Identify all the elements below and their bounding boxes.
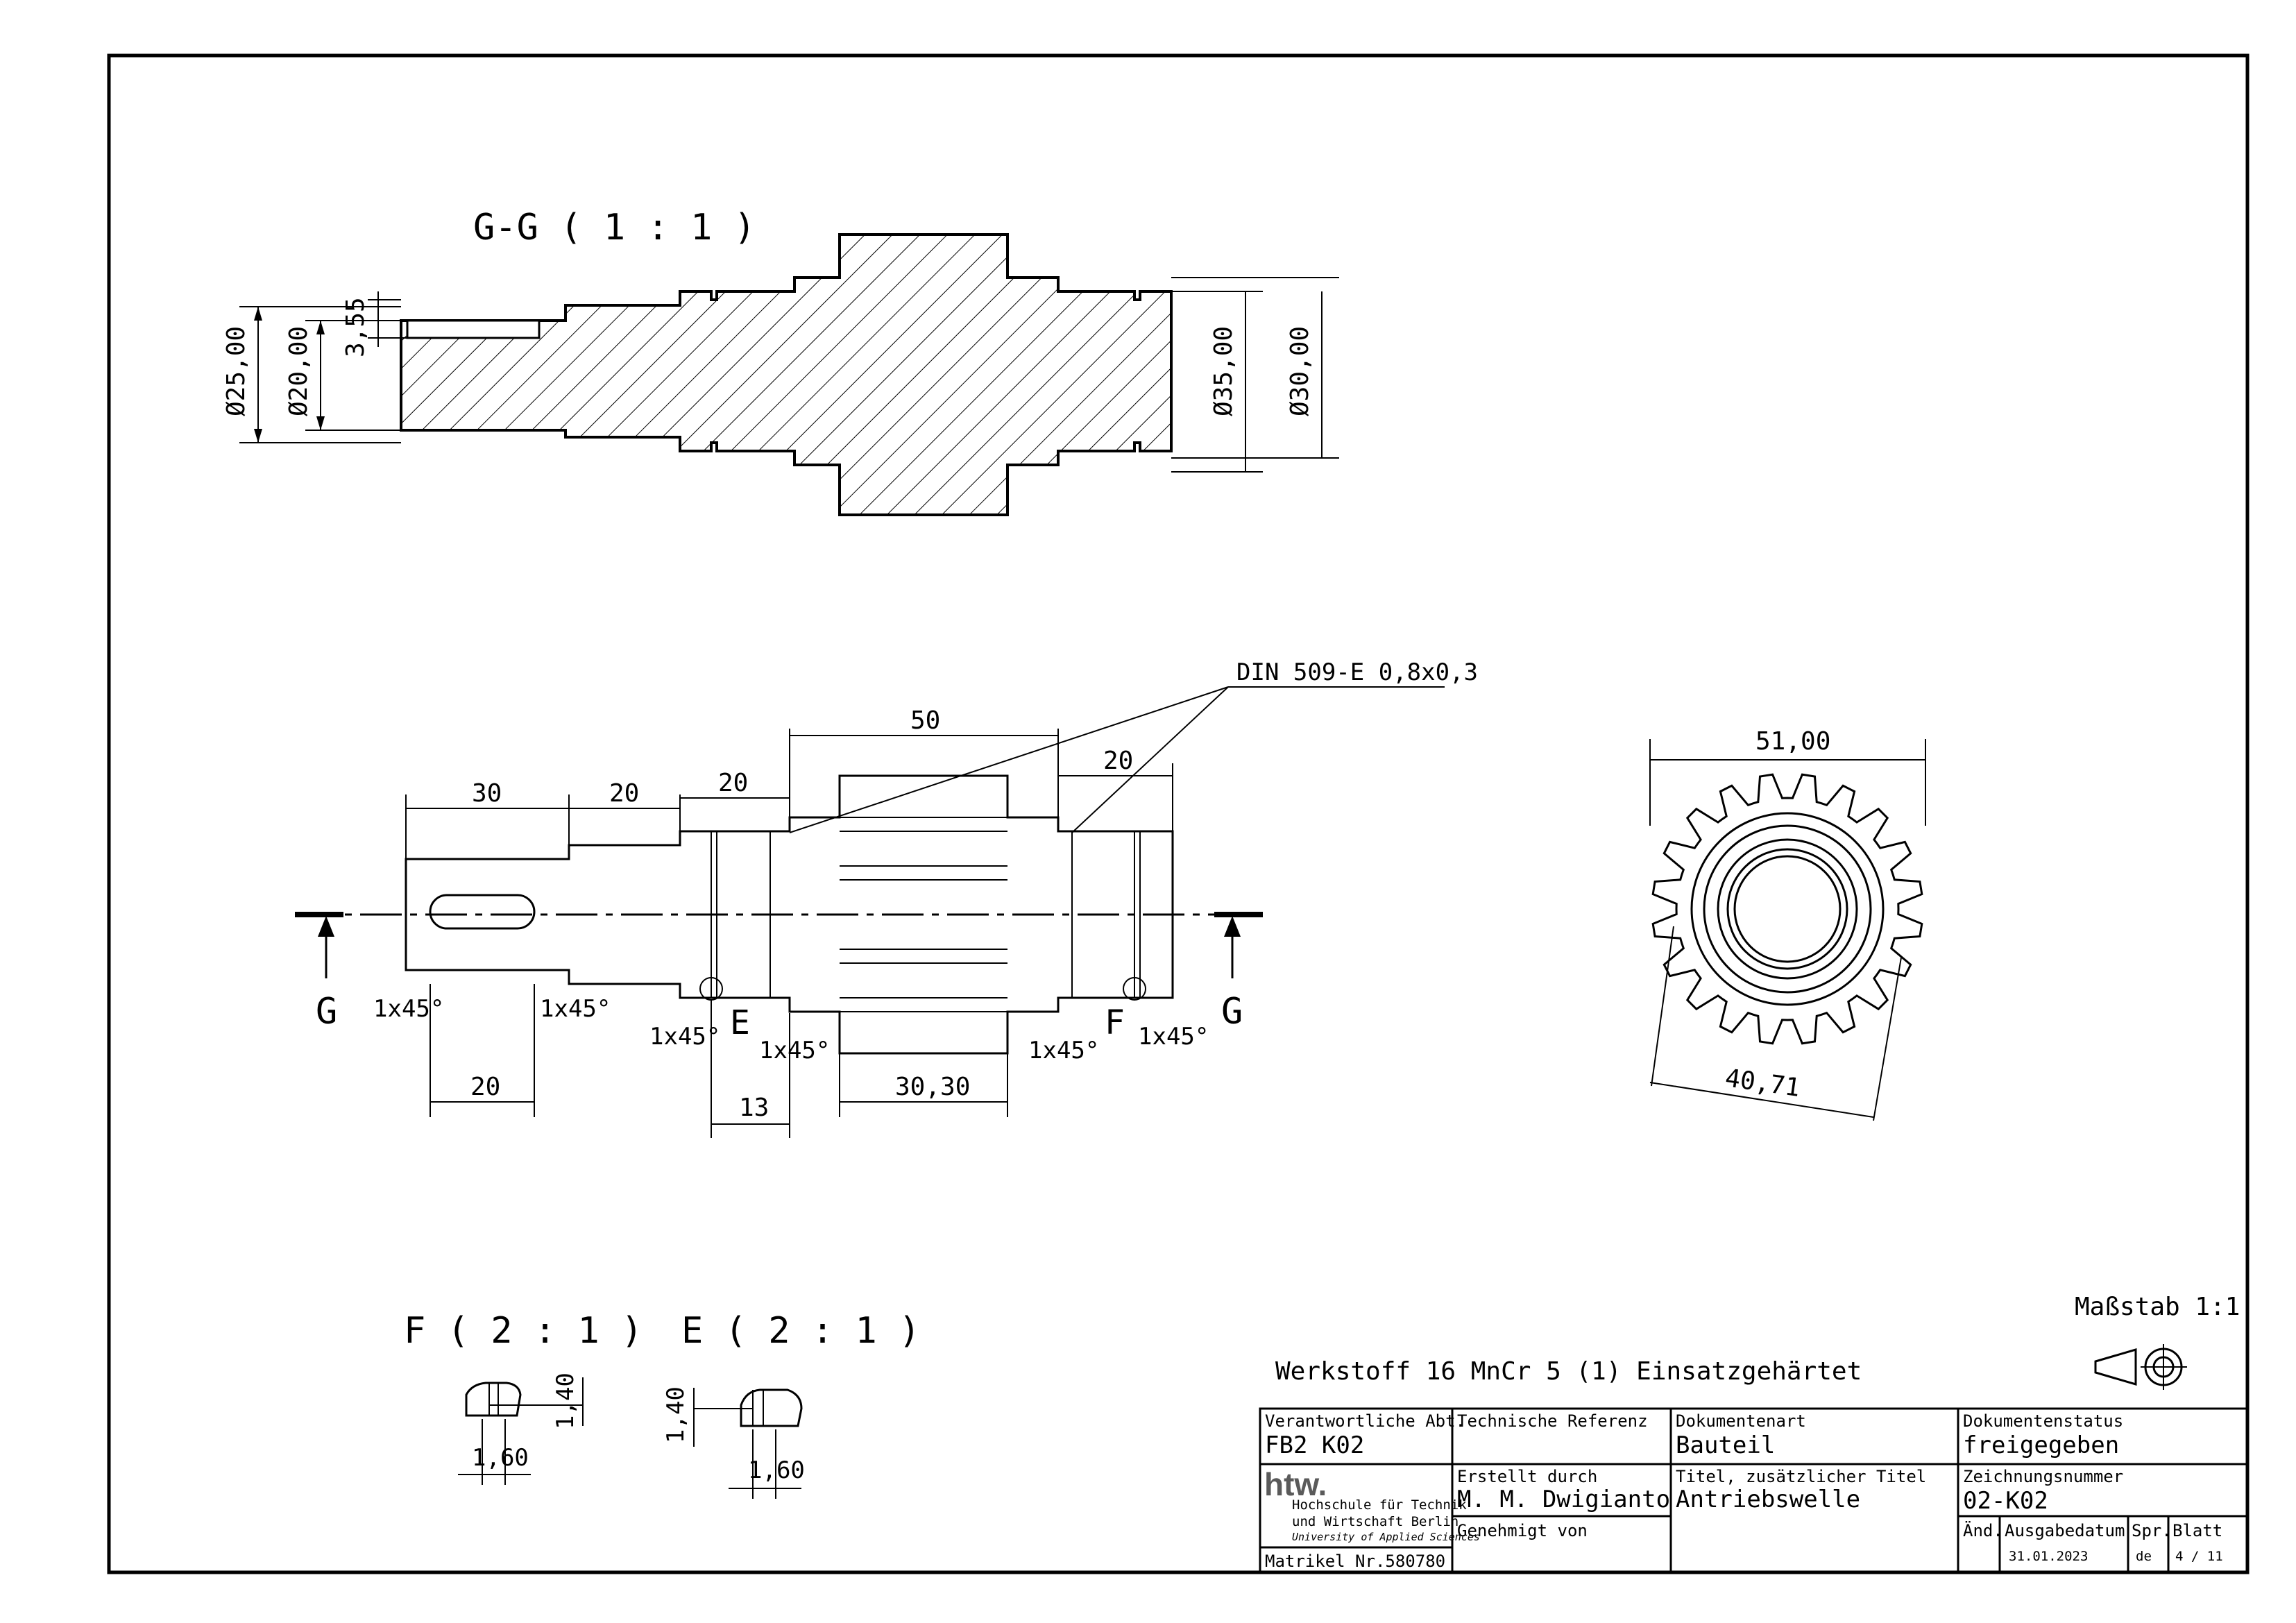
tb-doc-status-label: Dokumentenstatus — [1963, 1411, 2124, 1431]
shaft-outline — [405, 774, 1174, 1055]
dim-d20: Ø20,00 — [284, 326, 313, 416]
scale-label: Maßstab 1:1 — [2075, 1293, 2240, 1321]
dim-gear-51: 51,00 — [1755, 727, 1830, 756]
tb-doc-status-value: freigegeben — [1963, 1432, 2120, 1459]
dim-len-30-30: 30,30 — [895, 1073, 970, 1101]
section-view-g-g: G-G ( 1 : 1 ) Ø25,00 Ø20,00 3,55 Ø35,00 … — [222, 207, 1339, 516]
tb-school-line3: University of Applied Sciences — [1292, 1531, 1480, 1543]
tb-sheet-value: 4 / 11 — [2175, 1549, 2223, 1564]
dim-d35: Ø35,00 — [1209, 326, 1238, 416]
gear-tooth-profile — [1651, 773, 1923, 1045]
detail-e-title: E ( 2 : 1 ) — [681, 1310, 920, 1352]
front-keyway — [429, 894, 536, 930]
detail-view-f: F ( 2 : 1 ) 1,40 1,60 — [404, 1310, 643, 1485]
dim-chamfer-1: 1x45° — [373, 995, 444, 1023]
detail-f-title: F ( 2 : 1 ) — [404, 1310, 643, 1352]
tb-drawing-no-value: 02-K02 — [1963, 1488, 2048, 1514]
gear-side-view: 51,00 40,71 — [1649, 727, 1926, 1121]
tb-matrikel: Matrikel Nr.580780 — [1265, 1552, 1446, 1571]
tb-doc-type-value: Bauteil — [1676, 1432, 1776, 1459]
dim-e-1-60: 1,60 — [748, 1456, 805, 1484]
cut-label-left: G — [316, 991, 337, 1033]
tb-sheet-label: Blatt — [2172, 1521, 2223, 1540]
material-note: Werkstoff 16 MnCr 5 (1) Einsatzgehärtet — [1275, 1357, 1862, 1386]
detail-label-e: E — [730, 1003, 750, 1042]
tb-created-label: Erstellt durch — [1457, 1467, 1598, 1486]
tb-school-line2: und Wirtschaft Berlin — [1292, 1514, 1459, 1529]
dim-len-20b: 20 — [718, 769, 748, 797]
tb-created-value: M. M. Dwigianto — [1457, 1486, 1671, 1513]
dim-chamfer-5: 1x45° — [1028, 1037, 1099, 1064]
detail-circle-f — [1123, 977, 1146, 1001]
title-block-grid — [1259, 1407, 2249, 1574]
tb-title-value: Antriebswelle — [1676, 1486, 1861, 1513]
section-title: G-G ( 1 : 1 ) — [473, 207, 756, 248]
dim-chamfer-3: 1x45° — [649, 1023, 720, 1051]
dim-chamfer-6: 1x45° — [1138, 1023, 1209, 1051]
tb-drawing-no-label: Zeichnungsnummer — [1963, 1467, 2124, 1486]
dim-len-20c: 20 — [1103, 747, 1133, 775]
detail-view-e: E ( 2 : 1 ) 1,40 1,60 — [662, 1310, 920, 1499]
dim-f-1-60: 1,60 — [472, 1444, 529, 1472]
tb-title-label: Titel, zusätzlicher Titel — [1676, 1467, 1927, 1486]
dim-key-20: 20 — [470, 1073, 500, 1101]
dim-len-30: 30 — [472, 779, 502, 808]
dim-e-1-40: 1,40 — [662, 1386, 690, 1443]
tb-tech-ref-label: Technische Referenz — [1457, 1411, 1648, 1431]
dim-3-55: 3,55 — [341, 297, 370, 357]
tb-lang-value: de — [2136, 1549, 2152, 1564]
dim-len-50: 50 — [910, 706, 940, 735]
tb-issue-date-label: Ausgabedatum — [2005, 1521, 2125, 1540]
tb-lang-label: Spr. — [2132, 1521, 2172, 1540]
dim-chamfer-2: 1x45° — [540, 995, 611, 1023]
tb-school-line1: Hochschule für Technik — [1292, 1497, 1467, 1513]
tb-rev-label: Änd. — [1963, 1521, 2003, 1540]
tb-dept-value: FB2 K02 — [1265, 1432, 1365, 1459]
section-shaft-body — [400, 233, 1173, 516]
dim-d30: Ø30,00 — [1286, 326, 1314, 416]
keyway-slot — [406, 319, 541, 339]
dim-gear-40-71: 40,71 — [1724, 1064, 1802, 1103]
dim-len-13: 13 — [739, 1094, 769, 1122]
cut-label-right: G — [1221, 991, 1243, 1033]
dim-len-20a: 20 — [609, 779, 639, 808]
detail-label-f: F — [1105, 1003, 1125, 1042]
sheet-border — [107, 53, 2250, 1574]
htw-logo: htw. — [1264, 1468, 1327, 1500]
tb-issue-date-value: 31.01.2023 — [2009, 1549, 2089, 1564]
tb-doc-type-label: Dokumentenart — [1676, 1411, 1806, 1431]
front-view: G G E F 30 20 20 50 20 DIN 509-E 0,8x0,3… — [295, 658, 1478, 1138]
note-undercut: DIN 509-E 0,8x0,3 — [1236, 658, 1478, 686]
dim-f-1-40: 1,40 — [552, 1373, 579, 1429]
tb-dept-label: Verantwortliche Abt. — [1265, 1411, 1465, 1431]
projection-symbol — [2094, 1344, 2187, 1390]
dim-d25: Ø25,00 — [222, 326, 250, 416]
dim-chamfer-4: 1x45° — [759, 1037, 830, 1064]
tb-approved-label: Genehmigt von — [1457, 1521, 1588, 1540]
